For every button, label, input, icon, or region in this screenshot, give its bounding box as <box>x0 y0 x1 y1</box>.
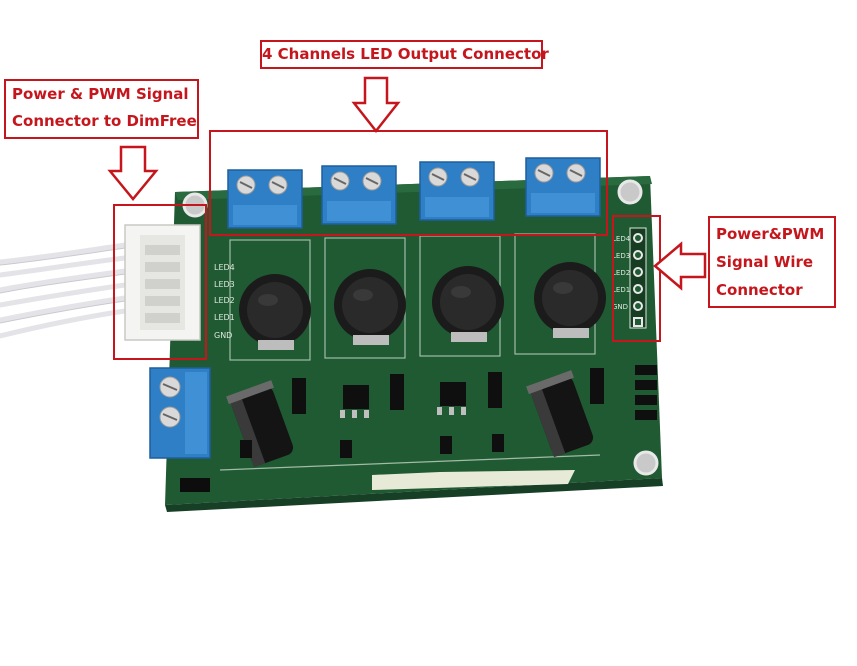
arrow-down-icon <box>107 145 159 201</box>
output-connector-label: 4 Channels LED Output Connector <box>260 40 549 69</box>
wire-connector-highlight <box>612 215 661 342</box>
wire-connector-text-line2: Signal Wire <box>716 253 814 271</box>
power-connector-text-line2: Connector to DimFree <box>12 112 197 130</box>
pin-label: LED2 <box>612 269 630 277</box>
power-connector-label: Power & PWM Signal Connector to DimFree <box>4 79 199 139</box>
pin-label: GND <box>214 331 232 340</box>
arrow-left-icon <box>653 241 707 291</box>
arrow-down-icon <box>351 76 401 134</box>
pin-label: LED4 <box>612 235 631 243</box>
output-connector-text: 4 Channels LED Output Connector <box>262 45 549 63</box>
wire-connector-label: Power&PWM Signal Wire Connector <box>708 216 836 308</box>
pin-label: GND <box>612 303 628 311</box>
smd-components <box>240 365 657 458</box>
pin-label: LED1 <box>214 313 235 322</box>
pin-label: LED4 <box>214 263 235 272</box>
mounting-hole <box>633 450 659 476</box>
pin-label: LED3 <box>612 252 630 260</box>
inductors <box>239 262 606 350</box>
pin-label: LED1 <box>612 286 630 294</box>
power-connector-highlight <box>113 204 207 360</box>
pin-label: LED2 <box>214 296 235 305</box>
highlight-boxes <box>113 130 661 360</box>
output-connector-highlight <box>209 130 608 236</box>
power-input-terminal <box>149 367 211 459</box>
wire-connector-text-line3: Connector <box>716 281 803 299</box>
pin-header-right: LED4 LED3 LED2 LED1 GND <box>612 227 647 329</box>
wire-connector-text-line1: Power&PWM <box>716 225 825 243</box>
ribbon-wires <box>0 242 128 339</box>
mounting-hole <box>617 179 643 205</box>
jst-connector <box>124 224 201 341</box>
pin-label: LED3 <box>214 280 235 289</box>
power-connector-text-line1: Power & PWM Signal <box>12 85 189 103</box>
terminal-blocks <box>227 157 601 229</box>
